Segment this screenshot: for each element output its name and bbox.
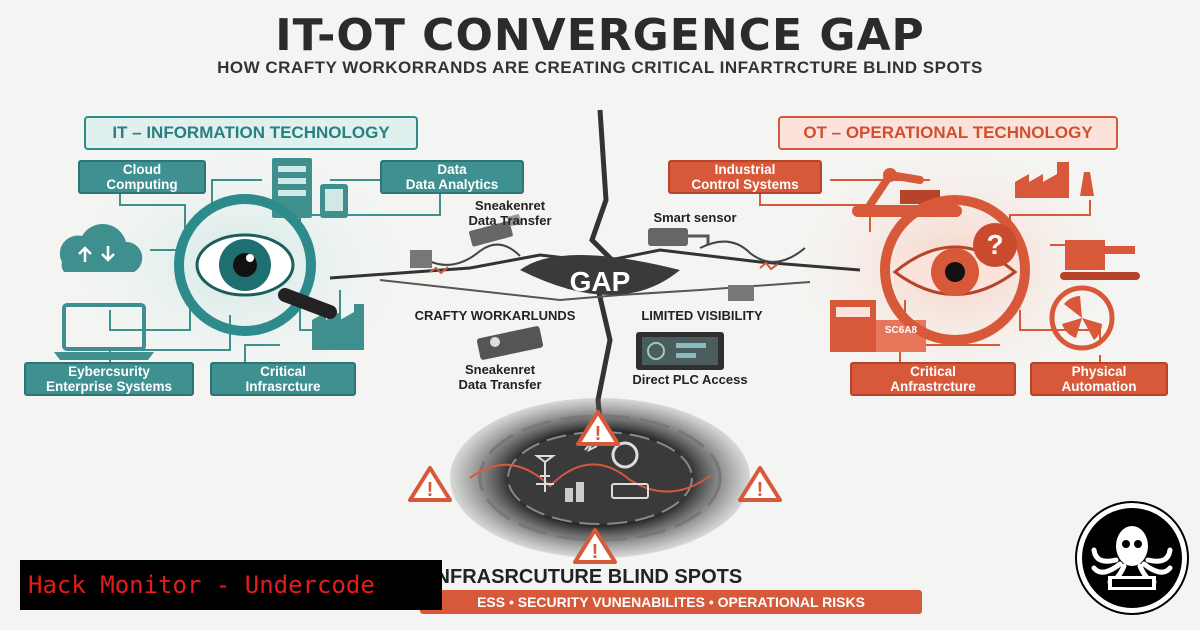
cloud-icon — [59, 224, 143, 272]
laptop-icon — [54, 303, 154, 360]
industrial-control-box: Industrial Control Systems — [668, 160, 822, 194]
fan-icon — [1049, 285, 1115, 351]
it-header: IT – INFORMATION TECHNOLOGY — [84, 116, 418, 150]
svg-text:!: ! — [427, 479, 434, 501]
direct-plc-access-label: Direct PLC Access — [632, 372, 748, 387]
risks-bar: ESS • SECURITY VUNENABILITES • OPERATION… — [420, 590, 922, 614]
warning-icon: ! — [573, 528, 617, 564]
eye-question-icon — [880, 195, 1030, 345]
scada-label: SC6A8 — [884, 325, 918, 336]
page-title: IT-OT CONVERGENCE GAP — [275, 10, 925, 61]
crack-divider — [329, 109, 861, 441]
svg-text:!: ! — [757, 479, 764, 501]
warning-icon: ! — [738, 466, 782, 502]
data-analytics-box: Data Data Analytics — [380, 160, 524, 194]
it-critical-infrastructure-box: Critical Infrasrcture — [210, 362, 356, 396]
crafty-workarounds-label: CRAFTY WORKARLUNDS — [414, 308, 576, 323]
factory-ot-icon — [1015, 162, 1094, 198]
usb-drive-icon — [469, 213, 522, 247]
smart-sensor-icon — [648, 228, 710, 246]
svg-text:!: ! — [592, 541, 599, 563]
hack-monitor-banner: Hack Monitor - Undercode — [20, 560, 442, 610]
monitor-icon — [636, 332, 724, 370]
cloud-computing-box: Cloud Computing — [78, 160, 206, 194]
blind-spot-vortex — [450, 398, 750, 558]
eye-magnifier-icon — [174, 194, 337, 336]
server-icon — [272, 158, 348, 218]
question-mark-icon: ? — [986, 229, 1003, 260]
octopus-logo-icon — [1075, 501, 1189, 615]
svg-text:!: ! — [595, 423, 602, 445]
physical-automation-box: Physical Automation — [1030, 362, 1168, 396]
blind-spots-title: INFRASRCUTURE BLIND SPOTS — [430, 566, 743, 588]
sneaker-transfer-bottom-label: Sneakenret Data Transfer — [458, 362, 542, 392]
limited-visibility-label: LIMITED VISIBILITY — [641, 308, 763, 323]
ot-critical-infrastructure-box: Critical Anfrastrcture — [850, 362, 1016, 396]
warning-icon: ! — [408, 466, 452, 502]
ot-header: OT – OPERATIONAL TECHNOLOGY — [778, 116, 1118, 150]
usb-drive-bottom-icon — [476, 326, 544, 360]
pipes-icon — [1060, 240, 1140, 280]
cybersecurity-box: Eybercsurity Enterprise Systems — [24, 362, 194, 396]
smart-sensor-label: Smart sensor — [653, 210, 737, 225]
sneaker-transfer-top-label: Sneakenret Data Transfer — [468, 198, 552, 228]
gap-label: GAP — [569, 266, 631, 297]
page-subtitle: HOW CRAFTY WORKORRANDS ARE CREATING CRIT… — [217, 58, 983, 77]
warning-icon: ! — [576, 410, 620, 446]
device-icon — [410, 250, 754, 301]
